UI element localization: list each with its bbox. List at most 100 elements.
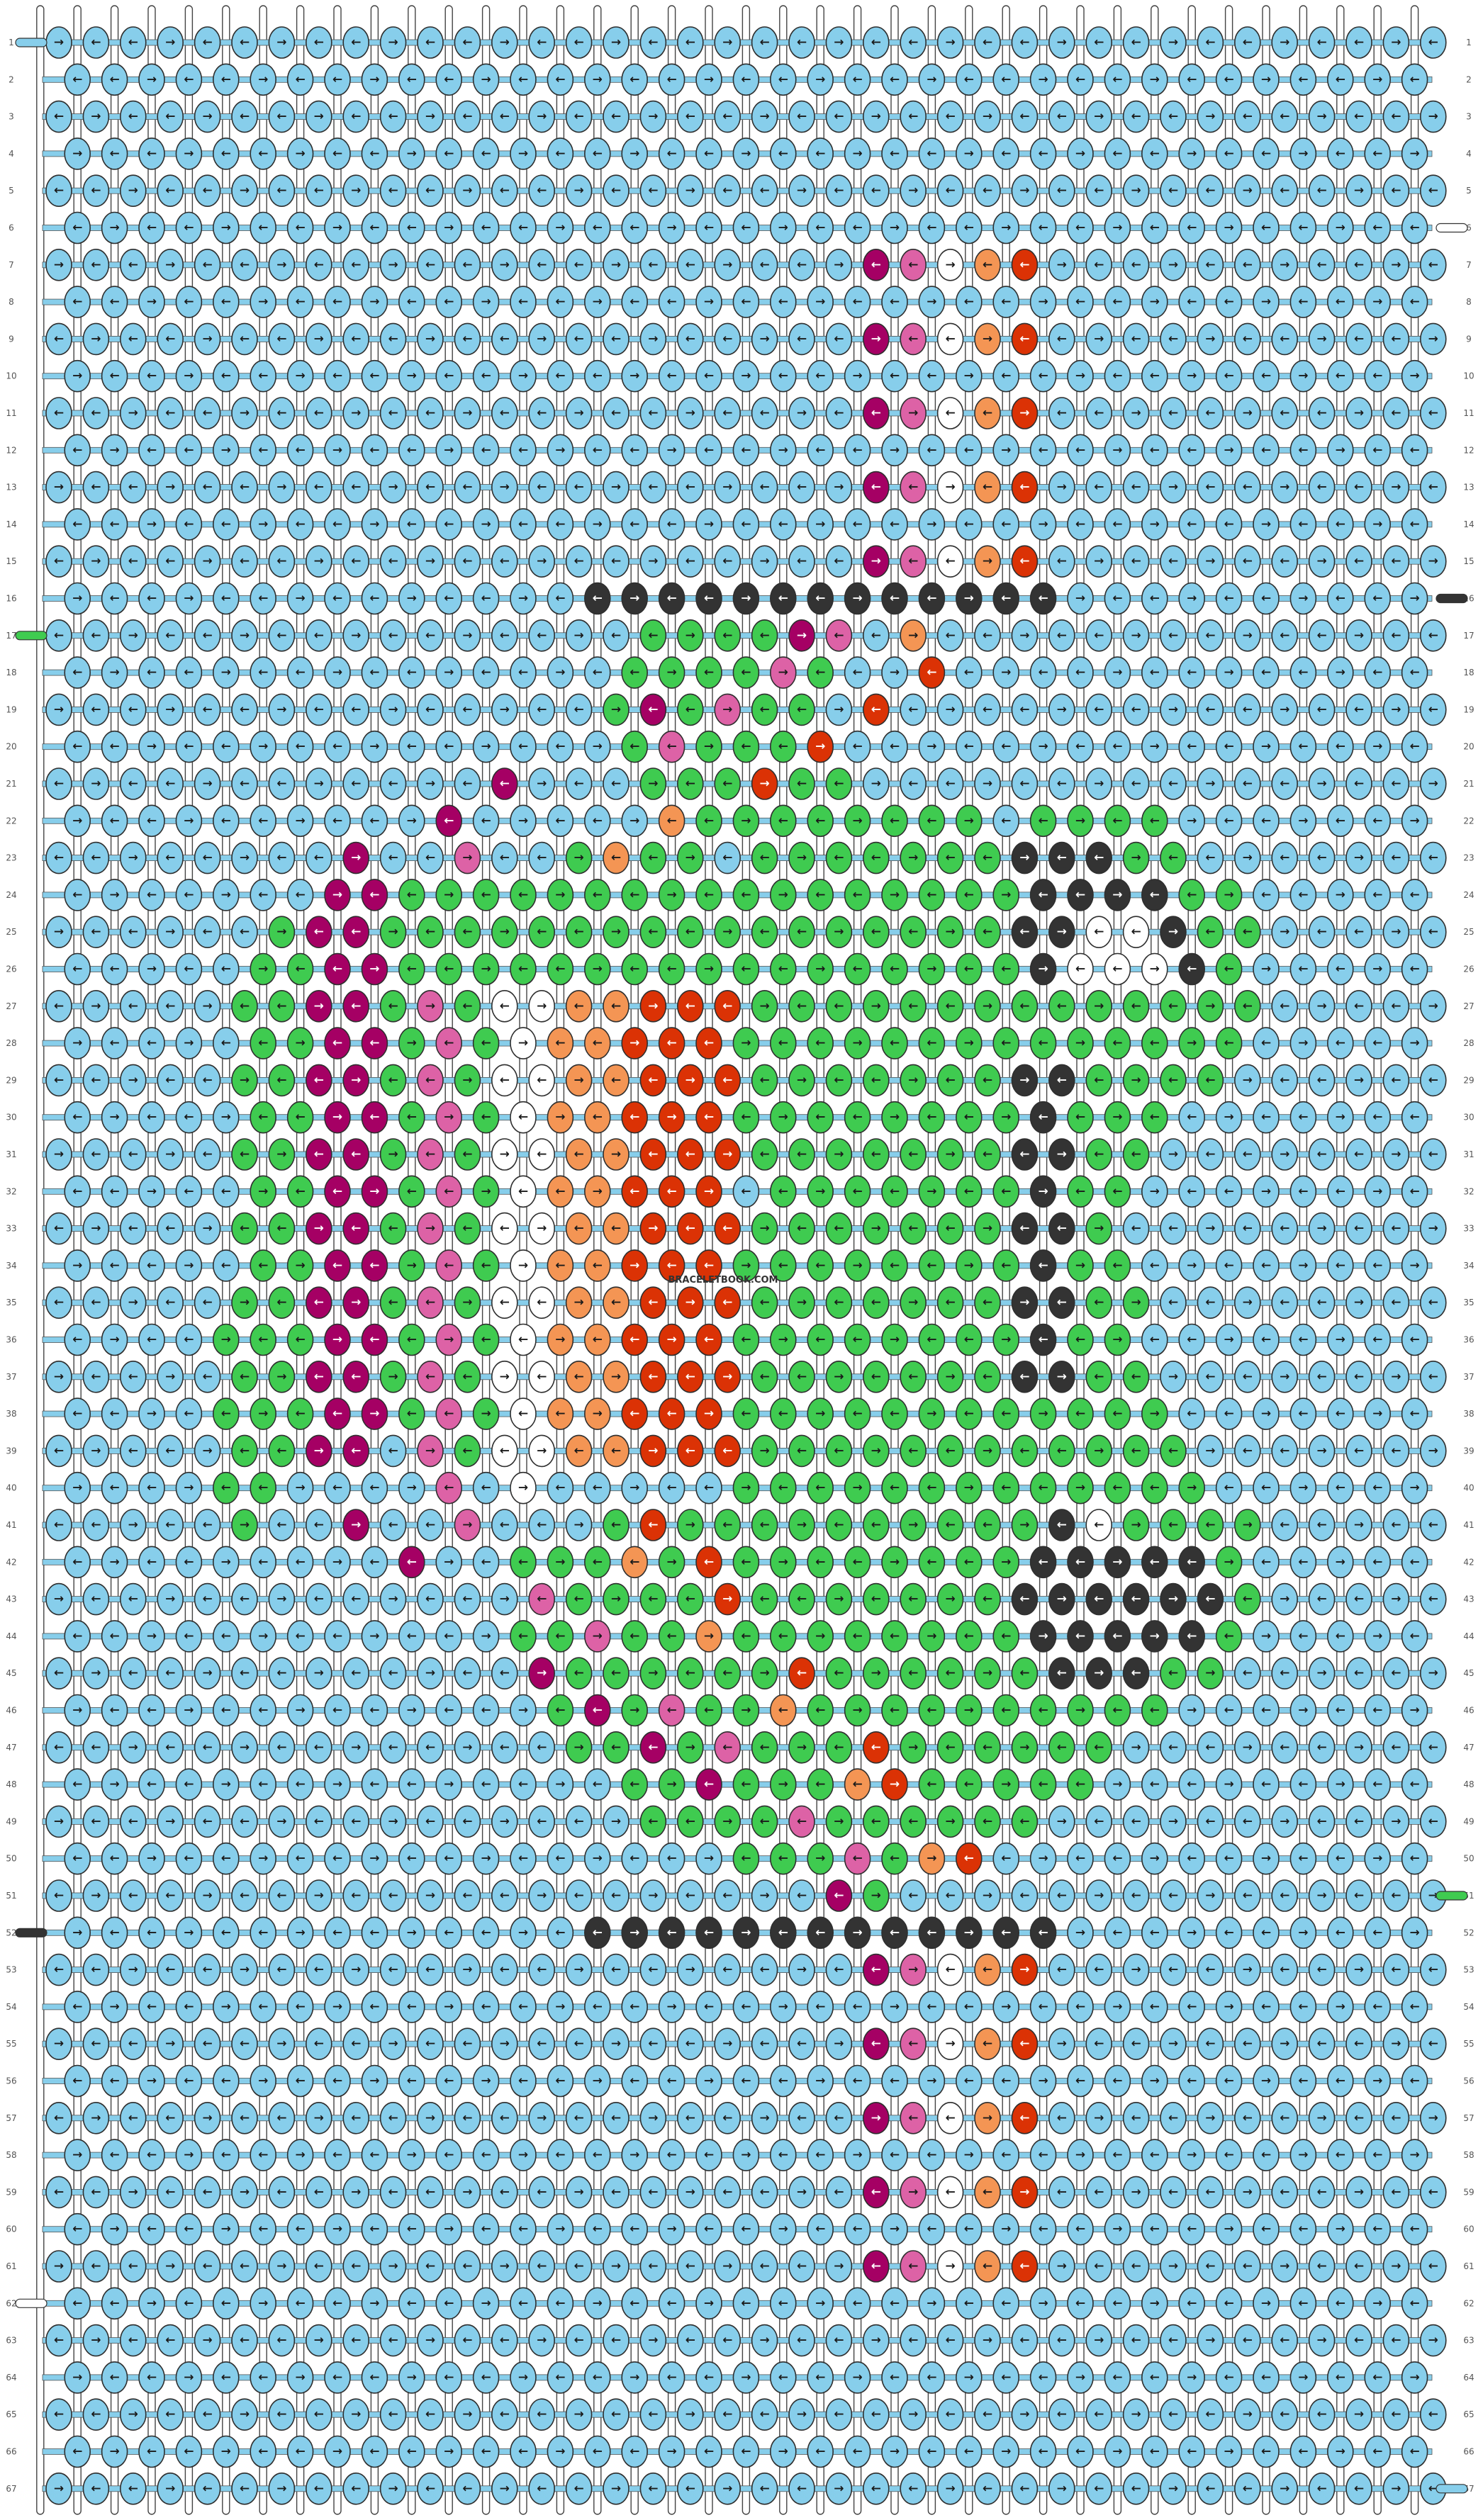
knot: ←: [825, 841, 853, 874]
arrow-right-icon: →: [573, 184, 583, 198]
arrow-left-icon: ←: [1187, 665, 1197, 680]
arrow-left-icon: ←: [1150, 1481, 1160, 1495]
knot: →: [992, 434, 1019, 467]
arrow-right-icon: →: [500, 1370, 510, 1384]
arrow-left-icon: ←: [109, 295, 119, 309]
arrow-left-icon: ←: [184, 665, 194, 680]
arrow-right-icon: →: [425, 777, 435, 791]
knot: →: [974, 767, 1001, 800]
knot: →: [1029, 508, 1057, 541]
knot: ←: [1401, 879, 1428, 911]
knot: ←: [454, 322, 481, 356]
knot: ←: [1085, 1064, 1112, 1097]
knot: ←: [565, 916, 593, 948]
knot: →: [676, 397, 704, 429]
arrow-left-icon: ←: [351, 35, 361, 50]
knot: →: [714, 1138, 741, 1171]
arrow-left-icon: ←: [890, 517, 900, 531]
knot: →: [1048, 1138, 1075, 1171]
arrow-left-icon: ←: [593, 1555, 603, 1569]
knot: →: [788, 1286, 815, 1319]
knot: →: [992, 1101, 1019, 1134]
arrow-left-icon: ←: [1428, 35, 1438, 50]
knot: ←: [64, 63, 91, 96]
arrow-right-icon: →: [778, 1333, 788, 1347]
knot: ←: [361, 582, 388, 615]
arrow-left-icon: ←: [1131, 1370, 1141, 1384]
arrow-right-icon: →: [369, 295, 379, 309]
knot: ←: [603, 619, 629, 652]
arrow-left-icon: ←: [927, 443, 936, 457]
knot: ←: [751, 916, 778, 948]
arrow-left-icon: ←: [221, 1259, 231, 1273]
arrow-left-icon: ←: [945, 999, 955, 1013]
arrow-right-icon: →: [388, 1592, 398, 1607]
arrow-left-icon: ←: [407, 962, 417, 977]
knot: ←: [900, 916, 927, 948]
arrow-left-icon: ←: [927, 888, 936, 902]
arrow-left-icon: ←: [1354, 999, 1364, 1013]
knot: →: [510, 359, 537, 393]
arrow-right-icon: →: [1094, 999, 1104, 1013]
knot: ←: [1011, 545, 1039, 578]
knot: ←: [658, 63, 685, 96]
knot: ←: [286, 434, 314, 467]
arrow-left-icon: ←: [1316, 480, 1326, 495]
knot: →: [1382, 248, 1410, 281]
knot: →: [1048, 693, 1075, 726]
knot: ←: [956, 1546, 983, 1579]
knot: ←: [1048, 174, 1075, 208]
knot: →: [528, 1212, 556, 1245]
arrow-left-icon: ←: [555, 517, 565, 531]
knot: →: [732, 804, 760, 838]
knot: ←: [732, 879, 760, 911]
knot: ←: [974, 1138, 1001, 1171]
knot: ←: [1345, 916, 1372, 948]
arrow-left-icon: ←: [407, 1184, 417, 1198]
arrow-left-icon: ←: [240, 554, 250, 568]
arrow-right-icon: →: [555, 888, 565, 902]
arrow-right-icon: →: [369, 962, 379, 977]
knot: ←: [491, 545, 518, 578]
arrow-right-icon: →: [1001, 888, 1011, 902]
knot: →: [417, 545, 444, 578]
arrow-left-icon: ←: [1224, 740, 1233, 754]
arrow-left-icon: ←: [629, 740, 639, 754]
knot: ←: [807, 359, 834, 393]
arrow-right-icon: →: [1057, 702, 1067, 716]
knot: →: [231, 619, 258, 652]
knot: →: [1029, 730, 1057, 763]
arrow-left-icon: ←: [258, 814, 268, 828]
knot: →: [1141, 1397, 1168, 1430]
arrow-left-icon: ←: [1094, 1147, 1104, 1161]
knot: ←: [788, 1582, 815, 1616]
knot: →: [1141, 1175, 1168, 1208]
knot: ←: [268, 1212, 296, 1245]
arrow-right-icon: →: [555, 1110, 565, 1125]
knot: ←: [565, 100, 593, 133]
knot: ←: [936, 1212, 964, 1245]
knot: →: [324, 656, 351, 689]
arrow-right-icon: →: [351, 1295, 361, 1310]
knot: →: [1178, 1471, 1205, 1504]
knot: ←: [157, 1064, 184, 1097]
knot-shape: [1345, 26, 1372, 59]
arrow-right-icon: →: [927, 1184, 936, 1198]
arrow-left-icon: ←: [109, 72, 119, 86]
arrow-left-icon: ←: [1057, 629, 1067, 643]
arrow-right-icon: →: [109, 665, 119, 680]
knot: →: [1253, 286, 1280, 318]
arrow-left-icon: ←: [1112, 962, 1122, 977]
knot: ←: [101, 1620, 128, 1653]
arrow-left-icon: ←: [1428, 184, 1438, 198]
arrow-left-icon: ←: [1094, 702, 1104, 716]
knot: →: [528, 1434, 556, 1468]
arrow-left-icon: ←: [202, 258, 212, 272]
knot: →: [1308, 990, 1336, 1023]
arrow-right-icon: →: [593, 1629, 603, 1643]
knot: ←: [454, 1212, 481, 1245]
knot: →: [974, 1434, 1001, 1468]
knot: ←: [120, 471, 147, 504]
arrow-right-icon: →: [964, 814, 974, 828]
knot: ←: [639, 248, 667, 281]
